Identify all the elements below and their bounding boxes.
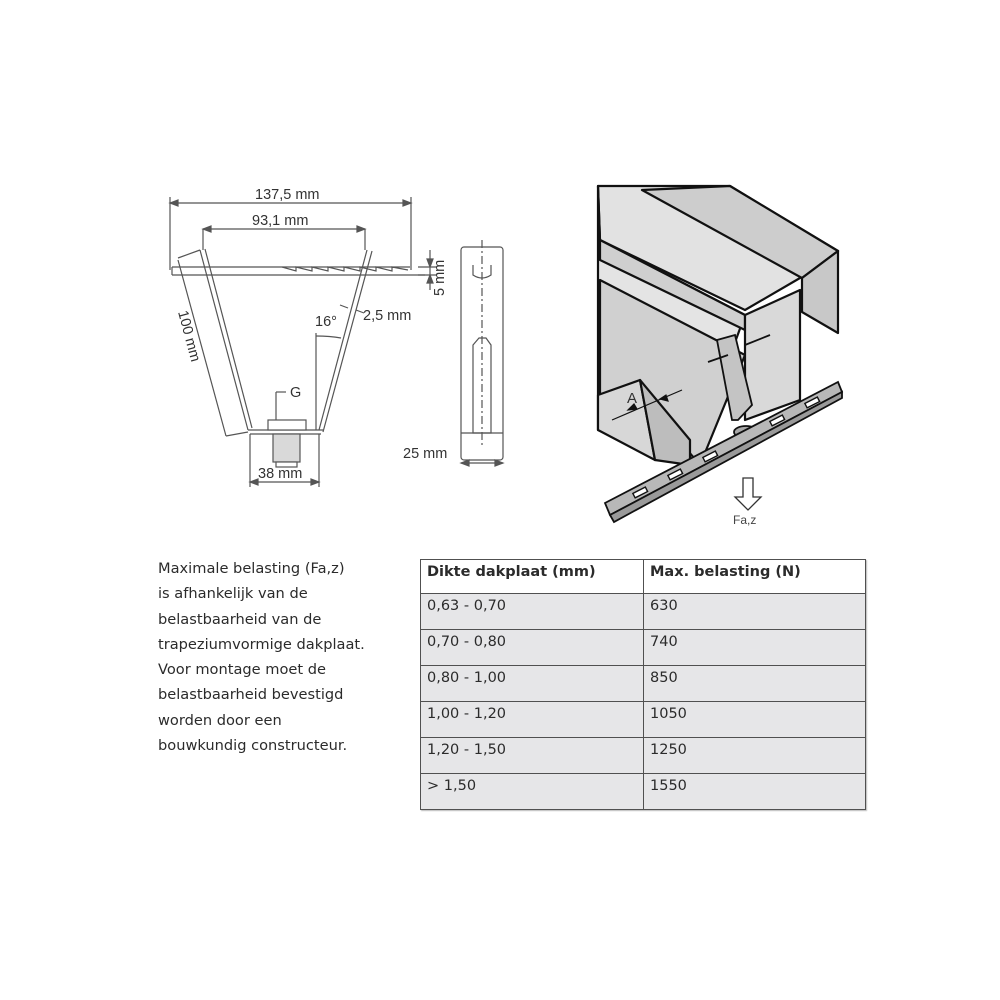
side-view-width-label: 25 mm bbox=[403, 446, 447, 462]
force-label: Fa,z bbox=[733, 513, 756, 527]
table-row: > 1,50 1550 bbox=[420, 773, 866, 810]
table-row: 1,00 - 1,20 1050 bbox=[420, 701, 866, 738]
load-capacity-table: Dikte dakplaat (mm) Max. belasting (N) 0… bbox=[420, 559, 866, 810]
description-line: is afhankelijk van de bbox=[158, 585, 308, 603]
cell-max-load: 1050 bbox=[643, 701, 866, 738]
thread-label: G bbox=[290, 385, 301, 401]
table-header-row: Dikte dakplaat (mm) Max. belasting (N) bbox=[420, 559, 866, 594]
description-line: belastbaarheid bevestigd bbox=[158, 686, 344, 704]
width-overall-label: 137,5 mm bbox=[255, 187, 319, 203]
cell-thickness: 0,70 - 0,80 bbox=[420, 629, 644, 666]
cell-thickness: 1,00 - 1,20 bbox=[420, 701, 644, 738]
description-line: trapeziumvormige dakplaat. bbox=[158, 635, 365, 653]
dimension-a-label: A bbox=[627, 390, 637, 407]
table-row: 0,80 - 1,00 850 bbox=[420, 665, 866, 702]
height-ridge-label: 5 mm bbox=[432, 260, 448, 296]
cell-thickness: > 1,50 bbox=[420, 773, 644, 810]
cell-thickness: 0,63 - 0,70 bbox=[420, 593, 644, 630]
load-description: Maximale belasting (Fa,z) is afhankelijk… bbox=[158, 556, 408, 758]
description-line: belastbaarheid van de bbox=[158, 610, 322, 628]
table-row: 0,70 - 0,80 740 bbox=[420, 629, 866, 666]
header-thickness: Dikte dakplaat (mm) bbox=[420, 559, 644, 594]
description-line: worden door een bbox=[158, 711, 282, 729]
description-line: Voor montage moet de bbox=[158, 661, 327, 679]
thickness-label: 2,5 mm bbox=[363, 308, 411, 324]
description-line: bouwkundig constructeur. bbox=[158, 737, 348, 755]
cell-thickness: 1,20 - 1,50 bbox=[420, 737, 644, 774]
isometric-mounting-drawing: A Fa,z bbox=[596, 184, 844, 527]
cell-max-load: 1250 bbox=[643, 737, 866, 774]
description-line: Maximale belasting (Fa,z) bbox=[158, 560, 345, 577]
cell-max-load: 740 bbox=[643, 629, 866, 666]
cell-max-load: 850 bbox=[643, 665, 866, 702]
cell-thickness: 0,80 - 1,00 bbox=[420, 665, 644, 702]
cell-max-load: 630 bbox=[643, 593, 866, 630]
table-row: 0,63 - 0,70 630 bbox=[420, 593, 866, 630]
base-width-label: 38 mm bbox=[258, 466, 302, 482]
width-inner-label: 93,1 mm bbox=[252, 213, 308, 229]
bracket-dimension-drawing: 137,5 mm 93,1 mm 5 mm 16° 2,5 mm 100 mm … bbox=[168, 187, 505, 487]
cell-max-load: 1550 bbox=[643, 773, 866, 810]
angle-label: 16° bbox=[315, 314, 337, 330]
table-row: 1,20 - 1,50 1250 bbox=[420, 737, 866, 774]
down-arrow-icon bbox=[733, 477, 763, 511]
header-max-load: Max. belasting (N) bbox=[643, 559, 866, 594]
